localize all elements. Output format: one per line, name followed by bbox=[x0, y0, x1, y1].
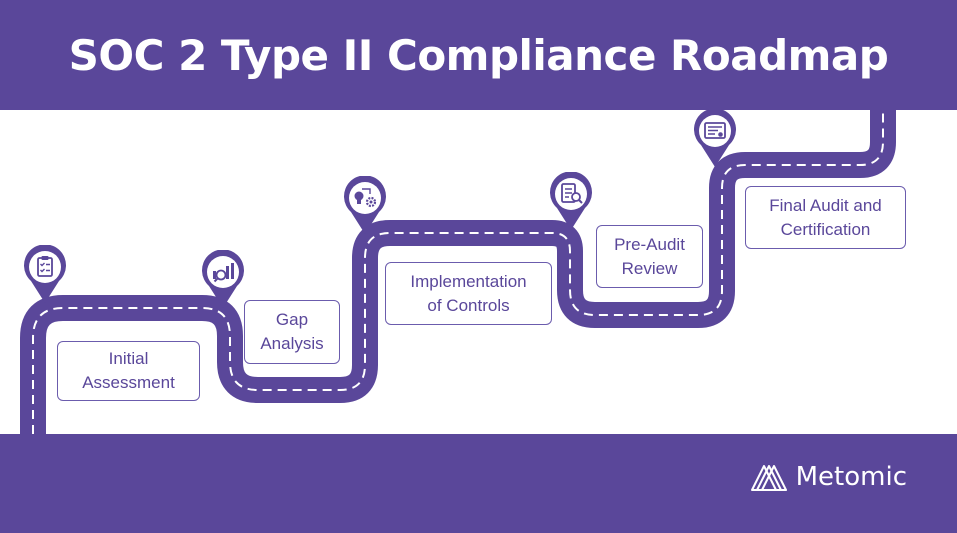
step-label-line: Review bbox=[621, 258, 678, 278]
lightbulb-gear-icon bbox=[344, 176, 386, 234]
brand-name: Metomic bbox=[795, 462, 907, 492]
chart-magnifier-icon bbox=[202, 250, 244, 308]
step-label-line: Implementation bbox=[410, 271, 527, 291]
header-banner: SOC 2 Type II Compliance Roadmap bbox=[0, 0, 957, 110]
roadmap-step-gap-analysis: Gap Analysis bbox=[244, 300, 340, 364]
step-label-line: Initial bbox=[108, 349, 149, 368]
page-title: SOC 2 Type II Compliance Roadmap bbox=[68, 30, 889, 80]
step-label-line: Certification bbox=[780, 219, 871, 239]
certificate-icon bbox=[694, 109, 736, 167]
roadmap-step-pre-audit-review: Pre-Audit Review bbox=[596, 225, 703, 288]
metomic-logo-icon bbox=[750, 465, 787, 491]
roadmap-step-implementation-of-controls: Implementation of Controls bbox=[385, 262, 552, 325]
clipboard-checklist-icon bbox=[24, 245, 66, 303]
roadmap-step-initial-assessment: Initial Assessment bbox=[57, 341, 200, 401]
roadmap-step-final-audit-and-certification: Final Audit and Certification bbox=[745, 186, 906, 249]
footer-banner: Metomic bbox=[0, 434, 957, 533]
step-label-line: Gap bbox=[275, 310, 309, 329]
step-label-line: Analysis bbox=[260, 334, 324, 353]
step-label-line: Final Audit and bbox=[769, 195, 882, 215]
step-label-line: of Controls bbox=[427, 295, 510, 315]
step-label-line: Pre-Audit bbox=[614, 234, 685, 254]
step-label-line: Assessment bbox=[82, 373, 175, 392]
document-search-icon bbox=[550, 172, 592, 230]
metomic-brand: Metomic bbox=[750, 462, 907, 492]
